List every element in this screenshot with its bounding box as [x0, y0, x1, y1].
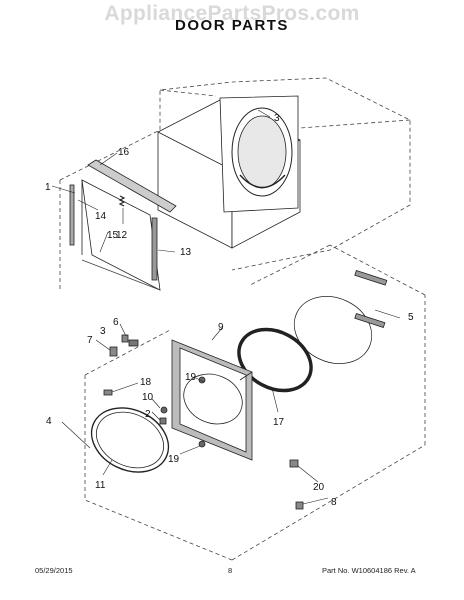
- footer-page-number: 8: [228, 566, 233, 575]
- callout-3-lower: 3: [100, 326, 106, 337]
- door-glass: [293, 296, 373, 364]
- strike-8: [295, 501, 304, 510]
- callout-4: 4: [46, 416, 52, 427]
- footer-date: 05/29/2015: [35, 566, 73, 575]
- callout-1: 1: [45, 182, 51, 193]
- hinge-pin-6: [121, 334, 129, 343]
- callout-19-lower: 19: [168, 454, 180, 465]
- callout-20: 20: [313, 482, 325, 493]
- lower-outline: [84, 244, 426, 561]
- trim-strip-14: [69, 184, 75, 246]
- callout-10: 10: [142, 392, 154, 403]
- clip-2: [159, 417, 167, 425]
- callout-17: 17: [273, 417, 285, 428]
- trim-strip-13: [151, 217, 158, 281]
- callout-15: 15: [107, 230, 119, 241]
- callout-numbers: 1 2 3 3 4 5 6 7 8 9 10 11 12 13 14 15 16…: [45, 113, 414, 508]
- screw-10: [160, 406, 168, 414]
- leader-lines: [51, 109, 401, 505]
- callout-13: 13: [180, 247, 192, 258]
- drum-opening: [219, 95, 299, 213]
- bumper-18: [103, 389, 113, 396]
- watermark: AppliancePartsPros.com: [104, 2, 360, 25]
- callout-9: 9: [218, 322, 224, 333]
- door-gasket: [237, 327, 313, 393]
- callout-14: 14: [95, 211, 107, 222]
- inner-door-frame: [171, 339, 253, 461]
- trim-strip-16: [87, 159, 177, 213]
- callout-3-upper: 3: [274, 113, 280, 124]
- hinge-bracket-7: [109, 346, 118, 357]
- page-title: DOOR PARTS: [175, 17, 289, 34]
- callout-12: 12: [116, 230, 128, 241]
- callout-6: 6: [113, 317, 119, 328]
- callout-5: 5: [408, 312, 414, 323]
- footer-part-number: Part No. W10604186 Rev. A: [322, 566, 416, 575]
- callout-16: 16: [118, 147, 130, 158]
- callout-19-upper: 19: [185, 372, 197, 383]
- callout-2: 2: [145, 409, 151, 420]
- hinge-strip-upper: [354, 269, 388, 286]
- outer-door-ring: [90, 407, 170, 473]
- hinge-strip-lower: [354, 312, 386, 328]
- latch-20: [289, 459, 299, 468]
- screw-19b: [198, 440, 206, 448]
- hinge-screw-3: [128, 339, 139, 347]
- spring-12: [118, 195, 126, 207]
- callout-18: 18: [140, 377, 152, 388]
- callout-8: 8: [331, 497, 337, 508]
- callout-11: 11: [95, 480, 106, 491]
- callout-7: 7: [87, 335, 93, 346]
- cabinet-outline: [59, 77, 411, 290]
- door-panel-back: [81, 179, 161, 291]
